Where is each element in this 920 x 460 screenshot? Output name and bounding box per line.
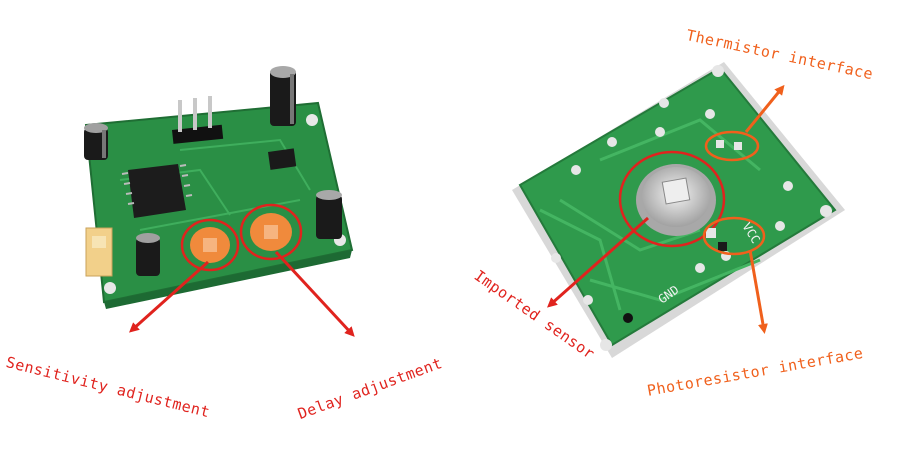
thermistor-pads: [704, 130, 760, 162]
pin-header: [171, 96, 224, 144]
sensitivity-arrow: [129, 260, 210, 333]
ic-chip: [121, 164, 193, 218]
sensitivity-potentiometer: [180, 218, 240, 272]
pir-sensor-lens: [618, 150, 726, 248]
electrolytic-capacitor-bottom-left: [136, 233, 160, 276]
imported-sensor-arrow: [547, 216, 649, 308]
photoresistor-pads: [702, 216, 766, 256]
delay-potentiometer: [239, 203, 303, 261]
delay-arrow: [274, 250, 355, 337]
thermistor-arrow: [744, 84, 785, 133]
photoresistor-arrow: [748, 249, 768, 334]
electrolytic-capacitor-top: [270, 66, 296, 126]
electrolytic-capacitor-right: [316, 190, 342, 239]
jumper-connector: [85, 227, 113, 277]
transistor: [268, 148, 297, 170]
electrolytic-capacitor-left: [84, 123, 108, 160]
